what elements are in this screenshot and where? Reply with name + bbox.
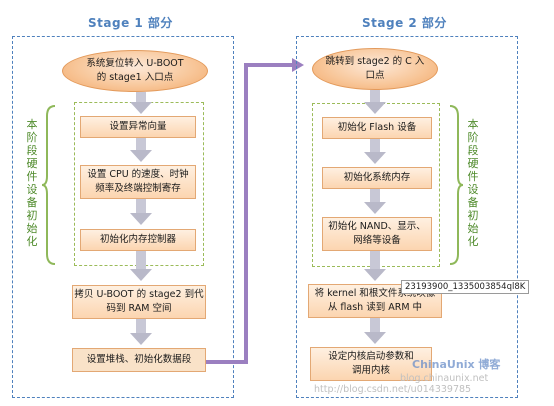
stage2-arrow-shaft-3 [370, 189, 380, 202]
stage1-step-3-text: 初始化内存控制器 [99, 233, 176, 245]
stage2-start-node: 跳转到 stage2 的 C 入 口点 [312, 48, 438, 90]
stage2-start-line-1: 跳转到 stage2 的 C 入 [325, 55, 425, 67]
stage1-arrow-shaft-4 [136, 251, 146, 269]
stage2-arrow-shaft-2 [370, 139, 380, 152]
stage2-arrow-1 [364, 102, 386, 114]
stage1-step-1-text: 设置异常向量 [109, 120, 167, 132]
stage1-step-memory-controller: 初始化内存控制器 [80, 229, 196, 251]
stage2-arrow-2 [364, 152, 386, 164]
stage2-step-4-line-2: 从 flash 读到 ARM 中 [327, 302, 423, 313]
stage1-panel [12, 36, 234, 398]
stage2-step-nand-display-network: 初始化 NAND、显示、 网络等设备 [322, 217, 432, 251]
stage1-start-node: 系统复位转入 U-BOOT 的 stage1 入口点 [62, 50, 208, 92]
stage1-arrow-4 [130, 269, 152, 281]
stage1-arrow-shaft-5 [136, 319, 146, 333]
stage1-title: Stage 1 部分 [88, 16, 173, 30]
stage1-step-cpu-clock: 设置 CPU 的速度、时钟 频率及终端控制寄存 [80, 165, 196, 199]
stage2-step-3-line-1: 初始化 NAND、显示、 [328, 220, 426, 232]
stage1-arrow-shaft-3 [136, 199, 146, 213]
stage2-step-boot-kernel: 设定内核启动参数和 调用内核 [310, 347, 432, 381]
stage2-arrow-5 [364, 332, 386, 344]
stage2-step-4-line-1: 将 kernel 和根文件系统映像 [314, 287, 436, 299]
stage1-arrow-shaft-2 [136, 138, 146, 150]
stage2-step-flash-init: 初始化 Flash 设备 [322, 117, 432, 139]
image-id-tooltip: 23193900_1335003854ql8K [401, 280, 530, 294]
stage2-title: Stage 2 部分 [362, 16, 447, 30]
stage1-arrow-5 [130, 333, 152, 345]
stage2-step-system-memory: 初始化系统内存 [322, 167, 432, 189]
stage2-step-3-line-2: 网络等设备 [353, 235, 401, 246]
stage2-arrow-3 [364, 202, 386, 214]
stage2-step-5-line-1: 设定内核启动参数和 [328, 350, 414, 362]
stage2-hw-label: 本阶段硬件设备初始化 [467, 118, 479, 248]
stage2-arrow-shaft-5 [370, 318, 380, 332]
stage1-step-2-line-1: 设置 CPU 的速度、时钟 [87, 168, 189, 180]
stage2-step-2-text: 初始化系统内存 [343, 171, 411, 183]
stage2-panel [296, 36, 518, 398]
stage1-step-2-line-2: 频率及终端控制寄存 [95, 183, 181, 194]
stage1-start-line-1: 系统复位转入 U-BOOT [86, 57, 184, 69]
stage1-start-line-2: 的 stage1 入口点 [96, 72, 174, 83]
stage1-arrow-3 [130, 213, 152, 225]
csdn-credit: http://blog.csdn.net/u014339785 [314, 384, 472, 395]
stage2-step-5-line-2: 调用内核 [351, 365, 390, 376]
stage1-step-4-line-1: 拷贝 U-BOOT 的 stage2 到代 [74, 288, 204, 300]
stage1-step-copy-stage2: 拷贝 U-BOOT 的 stage2 到代 码到 RAM 空间 [72, 285, 206, 319]
stage1-step-stack-data: 设置堆栈、初始化数据段 [72, 348, 206, 372]
stage1-hw-label: 本阶段硬件设备初始化 [26, 118, 38, 248]
stage1-step-4-line-2: 码到 RAM 空间 [106, 303, 172, 314]
stage2-step-1-text: 初始化 Flash 设备 [337, 121, 417, 133]
stage1-arrow-2 [130, 150, 152, 162]
stage2-arrow-shaft-4 [370, 251, 380, 269]
stage1-arrow-shaft-1 [136, 92, 146, 102]
stage2-start-line-2: 口点 [365, 70, 385, 81]
stage1-step-exception-vectors: 设置异常向量 [80, 116, 196, 138]
stage1-step-5-text: 设置堆栈、初始化数据段 [86, 353, 192, 365]
stage1-arrow-1 [130, 102, 152, 114]
chinaunix-url: blog.chinaunix.net [400, 373, 489, 384]
chinaunix-logo: ChinaUnix 博客 [412, 358, 501, 371]
stage1-hw-brace [41, 104, 57, 270]
stage2-arrow-4 [364, 269, 386, 281]
stage2-arrow-shaft-1 [370, 90, 380, 102]
stage2-hw-brace [448, 104, 464, 270]
stage-connector-arrow [206, 58, 304, 364]
